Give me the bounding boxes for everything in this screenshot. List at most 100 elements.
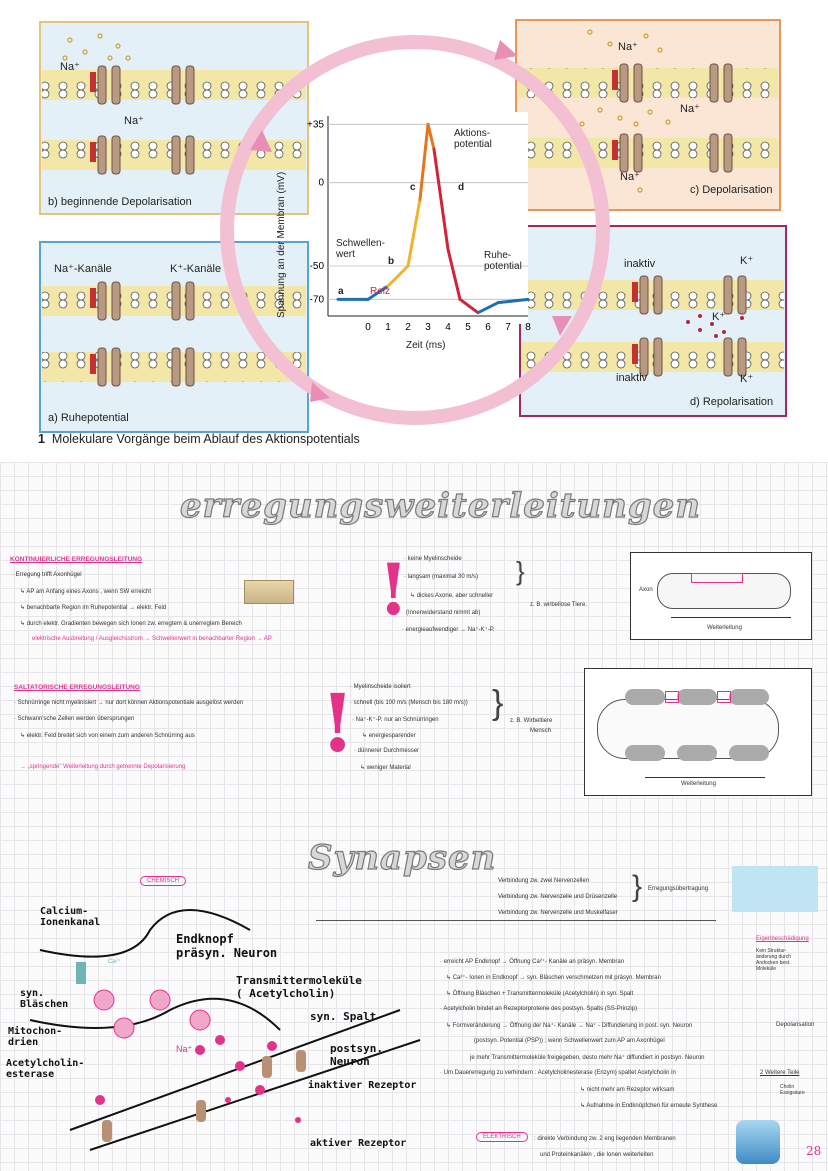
- label-reiz: Reiz: [370, 286, 391, 297]
- na-label-c3: Na⁺: [620, 171, 640, 183]
- salt-prop: ↳ energiesparender: [362, 733, 416, 739]
- page-number: 28: [806, 1144, 822, 1158]
- ablauf-line: · Acetylcholin bindet an Rezeptorprotein…: [440, 1006, 638, 1012]
- kont-dir-label: Weiterleitung: [707, 625, 742, 631]
- label-c: c: [410, 182, 416, 193]
- salt-line: · Schwann'sche Zellen werden übersprunge…: [14, 716, 135, 722]
- label-ca: Ca²⁺: [108, 959, 121, 965]
- app-logo-icon: [736, 1120, 780, 1164]
- k-label-d1: K⁺: [740, 255, 754, 267]
- salt-example2: Mensch: [530, 728, 552, 734]
- chart-line-segment: [476, 301, 500, 315]
- chart-line-segment: [496, 297, 530, 305]
- axon-thumbnail: [244, 580, 294, 604]
- salt-prop: · Na⁺-K⁺-P. nur an Schnürringen: [352, 717, 439, 723]
- k-label-d2: K⁺: [712, 311, 726, 323]
- elektrisch-text: : direkte Verbindung zw. 2 eng liegenden…: [534, 1136, 676, 1142]
- title-synapsen: Synapsen: [307, 837, 497, 878]
- chart-ytick: -50: [310, 261, 325, 272]
- chart-xtick: 4: [445, 322, 451, 333]
- label-transmitter: Transmittermoleküle ( Acetylcholin): [236, 974, 362, 1000]
- chart-line-segment: [426, 122, 436, 151]
- axon-label: Axon: [639, 587, 653, 593]
- salt-line: → „springende" Weiterleitung durch getre…: [20, 764, 186, 770]
- na-label-b1: Na⁺: [60, 61, 80, 73]
- kont-line: ↳ AP am Anfang eines Axons , wenn SW err…: [20, 589, 151, 595]
- chart-xlabel: Zeit (ms): [406, 340, 446, 351]
- chart-xtick: 7: [505, 322, 511, 333]
- exclamation-icon: !: [378, 548, 409, 631]
- chart-ytick: +35: [307, 119, 324, 130]
- cholin-note: Cholin Essigsäure: [780, 1084, 805, 1096]
- kont-line: · Erregung trifft Axonhügel: [12, 572, 82, 578]
- na-label-c1: Na⁺: [618, 41, 638, 53]
- label-calcium: Calcium- Ionenkanal: [40, 906, 101, 928]
- label-schwellenwert: Schwellen- wert: [336, 238, 385, 260]
- label-aktionspotential: Aktions- potential: [454, 128, 492, 150]
- title-erregungsweiterleitungen: erregungsweiterleitungen: [179, 485, 702, 526]
- ablauf-line: ↳ Öffnung Bläschen + Transmittermoleküle…: [446, 991, 634, 997]
- label-b: b: [388, 256, 395, 267]
- label-endknopf: Endknopf präsyn. Neuron: [176, 932, 278, 960]
- elektrisch-badge: ELEKTRISCH: [476, 1132, 528, 1142]
- chart-line-segment: [446, 247, 462, 301]
- erregungsuebertragung: Erregungsübertragung: [648, 886, 709, 892]
- chart-line-segment: [366, 284, 390, 301]
- label-inaktiver-rezeptor: inaktiver Rezeptor: [308, 1080, 417, 1091]
- chart-xtick: 5: [465, 322, 471, 333]
- inaktiv-label-1: inaktiv: [624, 258, 656, 270]
- kont-line: elektrische Ausbreitung / Ausgleichsstro…: [32, 636, 272, 642]
- chart-line-segment: [458, 297, 480, 315]
- synapse-drawing: [29, 909, 421, 1151]
- label-aktiver-rezeptor: aktiver Rezeptor: [310, 1138, 407, 1149]
- salt-prop: · Myelinscheide isoliert: [350, 684, 411, 690]
- chart-ylabel: Spannung an der Membran (mV): [276, 171, 287, 318]
- kont-prop: · keine Myelinscheide: [404, 556, 462, 562]
- salt-diagram: Weiterleitung: [584, 668, 812, 796]
- kont-prop: (Innenwiderstand nimmt ab): [406, 610, 481, 616]
- figure-caption: 1 Molekulare Vorgänge beim Ablauf des Ak…: [38, 432, 360, 446]
- ablauf-line: · erreicht AP Endknopf → Öffnung Ca²⁺- K…: [440, 959, 625, 965]
- k-channels-label: K⁺-Kanäle: [170, 263, 222, 275]
- chart-xtick: 1: [385, 322, 391, 333]
- panel-b-label: b) beginnende Depolarisation: [48, 196, 192, 208]
- verbindung-line: Verbindung zw. zwei Nervenzellen: [498, 878, 590, 884]
- kont-line: ↳ durch elektr. Gradienten bewegen sich …: [20, 621, 242, 627]
- chart-xtick: 3: [425, 322, 431, 333]
- ablauf-line: ↳ Ca²⁺- Ionen in Endknopf → syn. Bläsche…: [446, 975, 661, 981]
- zwei-teile-note: 2 Weitere Teile: [760, 1070, 800, 1076]
- label-ruhepotential: Ruhe- potential: [484, 250, 522, 272]
- verbindung-line: Verbindung zw. Nervenzelle und Muskelfas…: [498, 910, 618, 916]
- k-label-d3: K⁺: [740, 373, 754, 385]
- chart-line-segment: [406, 197, 422, 268]
- label-esterase: Acetylcholin- esterase: [6, 1058, 85, 1080]
- label-d: d: [458, 182, 465, 193]
- elektrisch-text2: und Proteinkanälen , die Ionen weiterlei…: [540, 1152, 654, 1158]
- chart-line-segment: [418, 122, 430, 201]
- depolarisation-note: Depolarisation: [776, 1022, 815, 1028]
- kont-prop: · energieaufwendiger → Na⁺-K⁺-P.: [402, 627, 495, 633]
- kont-header: KONTINUIERLICHE ERREGUNGSLEITUNG: [10, 556, 143, 563]
- kont-prop: ↳ dickes Axone, aber schneller: [410, 593, 494, 599]
- salt-prop: · schnell (bis 100 m/s (Mensch bis 180 m…: [350, 700, 468, 706]
- salt-prop: ↳ weniger Material: [360, 765, 411, 771]
- salt-prop: · dünnerer Durchmesser: [354, 748, 420, 754]
- verbindung-line: Verbindung zw. Nervenzelle und Drüsenzel…: [498, 894, 618, 900]
- na-channels-label: Na⁺-Kanäle: [54, 263, 112, 275]
- ablauf-line: ↳ Aufnahme in Endknöpfchen für erneute S…: [580, 1103, 718, 1109]
- ablauf-line: ↳ Formveränderung → Öffnung der Na⁺- Kan…: [446, 1023, 693, 1029]
- inaktiv-label-2: inaktiv: [616, 372, 648, 384]
- eigenbeschaedigung-note: Eigenbeschädigung: [756, 936, 809, 942]
- na-label-c2: Na⁺: [680, 103, 700, 115]
- kont-line: ↳ benachbarte Region im Ruhepotential → …: [20, 605, 167, 611]
- chemisch-badge: CHEMISCH: [140, 876, 187, 886]
- ablauf-line: · Um Dauererregung zu verhindern : Acety…: [440, 1070, 676, 1076]
- chart-xtick: 2: [405, 322, 411, 333]
- kont-diagram: Axon Weiterleitung: [630, 552, 812, 640]
- chart-ytick: -70: [310, 294, 325, 305]
- label-blaeschen: syn. Bläschen: [20, 988, 69, 1010]
- synapse-thumbnail: [732, 866, 818, 912]
- chart-xtick: 6: [485, 322, 491, 333]
